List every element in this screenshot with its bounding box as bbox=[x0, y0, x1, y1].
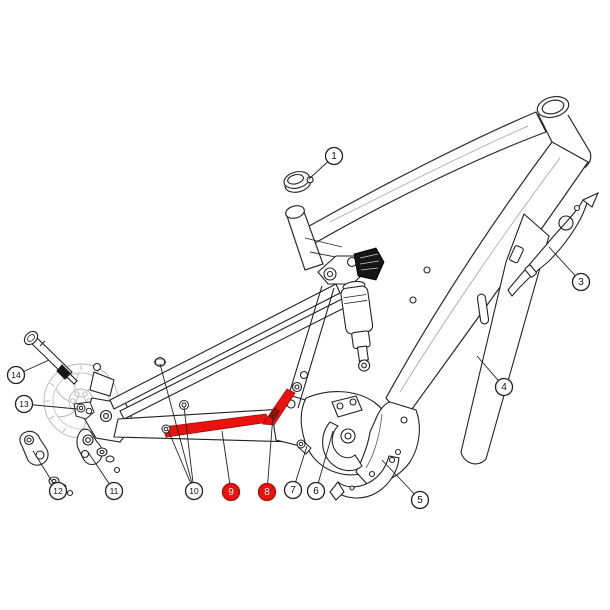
callout-12[interactable] bbox=[48, 481, 68, 501]
rear-shock bbox=[340, 280, 374, 372]
callout-10[interactable] bbox=[184, 481, 204, 501]
hanger-part-12 bbox=[19, 430, 74, 497]
callout-13-label: 13 bbox=[19, 399, 29, 409]
callout-5[interactable] bbox=[410, 490, 430, 510]
callout-10-label: 10 bbox=[189, 486, 199, 496]
protector-8-dark-section bbox=[268, 407, 280, 420]
shock-body bbox=[351, 330, 371, 350]
washer bbox=[105, 455, 115, 463]
link-pivot bbox=[291, 381, 303, 393]
callout-6-leader bbox=[315, 430, 334, 492]
pivot-hardware-10 bbox=[153, 357, 189, 434]
cover-slot bbox=[476, 293, 490, 325]
callout-3-label: 3 bbox=[578, 277, 584, 288]
washer bbox=[96, 447, 108, 457]
link-pivot bbox=[299, 370, 309, 380]
axle-tip bbox=[66, 373, 78, 385]
seatpost-clamp-1 bbox=[283, 171, 314, 193]
callout-1-label: 1 bbox=[331, 151, 337, 162]
callout-6[interactable] bbox=[306, 481, 326, 501]
callout-7[interactable] bbox=[283, 480, 303, 500]
cover-latch bbox=[509, 245, 524, 264]
callout-11-label: 11 bbox=[110, 486, 119, 496]
callout-14[interactable] bbox=[6, 365, 26, 385]
shock-shaft bbox=[356, 345, 369, 362]
shock-air-can bbox=[340, 285, 374, 335]
callout-8-label: 8 bbox=[264, 487, 270, 498]
callout-9-leader bbox=[221, 430, 232, 493]
guard-beak bbox=[329, 481, 345, 501]
callout-8-leader bbox=[266, 414, 274, 493]
callout-5-leader bbox=[381, 459, 421, 501]
seatstay-protector-8 bbox=[262, 388, 296, 426]
pivot-bolt bbox=[155, 357, 165, 367]
link-plates bbox=[285, 285, 335, 409]
callout-11[interactable] bbox=[104, 481, 124, 501]
bolt-7 bbox=[296, 439, 312, 455]
thru-axle bbox=[23, 330, 78, 385]
brake-mount bbox=[89, 371, 115, 397]
axle-head bbox=[23, 330, 39, 346]
seat-stay-upper bbox=[109, 283, 341, 410]
sensor-unit bbox=[353, 247, 385, 281]
small-bolt bbox=[66, 489, 74, 497]
fender-3 bbox=[507, 191, 600, 297]
callout-10-leader bbox=[159, 363, 195, 492]
axle-insert-13 bbox=[73, 401, 95, 420]
callout-4-label: 4 bbox=[501, 382, 507, 393]
top-tube-shading bbox=[329, 125, 529, 223]
callout-5-label: 5 bbox=[417, 495, 423, 506]
frame-boss bbox=[423, 266, 431, 274]
callout-10-leader bbox=[167, 429, 195, 492]
crank-spindle bbox=[340, 428, 356, 444]
callout-7-label: 7 bbox=[290, 485, 296, 496]
head-tube bbox=[536, 95, 592, 169]
hanger-part-11 bbox=[76, 428, 121, 474]
bash-guard-5 bbox=[329, 401, 420, 501]
down-tube-shading bbox=[399, 157, 561, 393]
callout-10-leader bbox=[183, 406, 195, 492]
callout-9[interactable] bbox=[221, 482, 241, 502]
seat-tube bbox=[285, 205, 347, 271]
callout-4[interactable] bbox=[494, 377, 514, 397]
shock-eyelet bbox=[358, 359, 371, 372]
callout-8[interactable] bbox=[257, 482, 277, 502]
seat-tube-opening bbox=[285, 205, 305, 219]
callout-13[interactable] bbox=[14, 394, 34, 414]
small-bolt bbox=[113, 466, 121, 474]
clamp-bolt bbox=[306, 176, 314, 184]
frame-front-triangle bbox=[285, 95, 592, 421]
callout-14-label: 14 bbox=[11, 370, 21, 380]
frame-boss bbox=[409, 296, 417, 304]
axle-rubber-band bbox=[56, 364, 71, 380]
brake-mount-bolt bbox=[92, 362, 102, 372]
callout-3[interactable] bbox=[571, 272, 591, 292]
callout-12-label: 12 bbox=[53, 486, 63, 496]
callout-1[interactable] bbox=[324, 146, 344, 166]
head-tube-opening bbox=[536, 95, 570, 119]
callout-6-label: 6 bbox=[313, 486, 319, 497]
fender-tip bbox=[581, 191, 600, 208]
callout-9-label: 9 bbox=[228, 487, 234, 498]
